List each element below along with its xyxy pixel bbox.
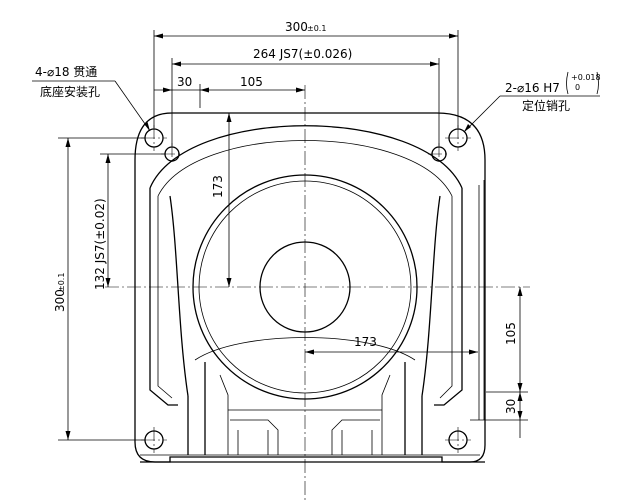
note-locating-pins: 2-⌀16 H7 +0.018 0 定位销孔: [463, 71, 601, 133]
pin-hole-right: [428, 143, 450, 165]
locating-pin-main: 2-⌀16 H7: [505, 81, 560, 95]
dim-horizontal-173: 173: [305, 335, 478, 355]
dim-overall-width: 300 ±0.1: [153, 20, 459, 128]
hole-bottom-right: [445, 427, 471, 453]
dim-132-label: 132 JS7(±0.02): [93, 198, 107, 290]
locating-pin-holes: [161, 143, 450, 165]
locating-pin-tol-upper: +0.018: [571, 73, 601, 82]
dim-overall-height: 300 ±0.1: [53, 137, 145, 441]
dim-300-top-tol: ±0.1: [307, 24, 326, 33]
dim-300-left-tol: ±0.1: [57, 273, 66, 292]
dim-30-right-label: 30: [504, 399, 518, 414]
dim-30-top-label: 30: [177, 75, 192, 89]
locating-pin-tol-lower: 0: [575, 83, 580, 92]
dim-right-offsets: 105 30: [470, 287, 528, 438]
dim-300-left-value: 300: [53, 289, 67, 312]
dim-173-vertical-label: 173: [211, 175, 225, 198]
mounting-holes-line1: 4-⌀18 贯通: [35, 65, 97, 79]
dim-vertical-173: 173: [211, 113, 232, 287]
dim-105-right-label: 105: [504, 322, 518, 345]
hole-top-right: [445, 125, 471, 151]
note-mounting-holes: 4-⌀18 贯通 底座安装孔: [32, 65, 151, 132]
dim-hole-spacing-y: 132 JS7(±0.02): [93, 153, 165, 290]
base-outline: [134, 112, 486, 463]
dim-300-top-value: 300: [285, 20, 308, 34]
dim-top-offsets: 30 105: [154, 75, 305, 108]
locating-pin-label: 定位销孔: [522, 98, 570, 113]
dim-hole-spacing-x: 264 JS7(±0.026): [171, 47, 440, 146]
dim-105-top-label: 105: [240, 75, 263, 89]
dim-173-horizontal-label: 173: [354, 335, 377, 349]
center-lines: [105, 85, 530, 500]
mounting-holes-line2: 底座安装孔: [40, 84, 100, 99]
dim-264-label: 264 JS7(±0.026): [253, 47, 352, 61]
